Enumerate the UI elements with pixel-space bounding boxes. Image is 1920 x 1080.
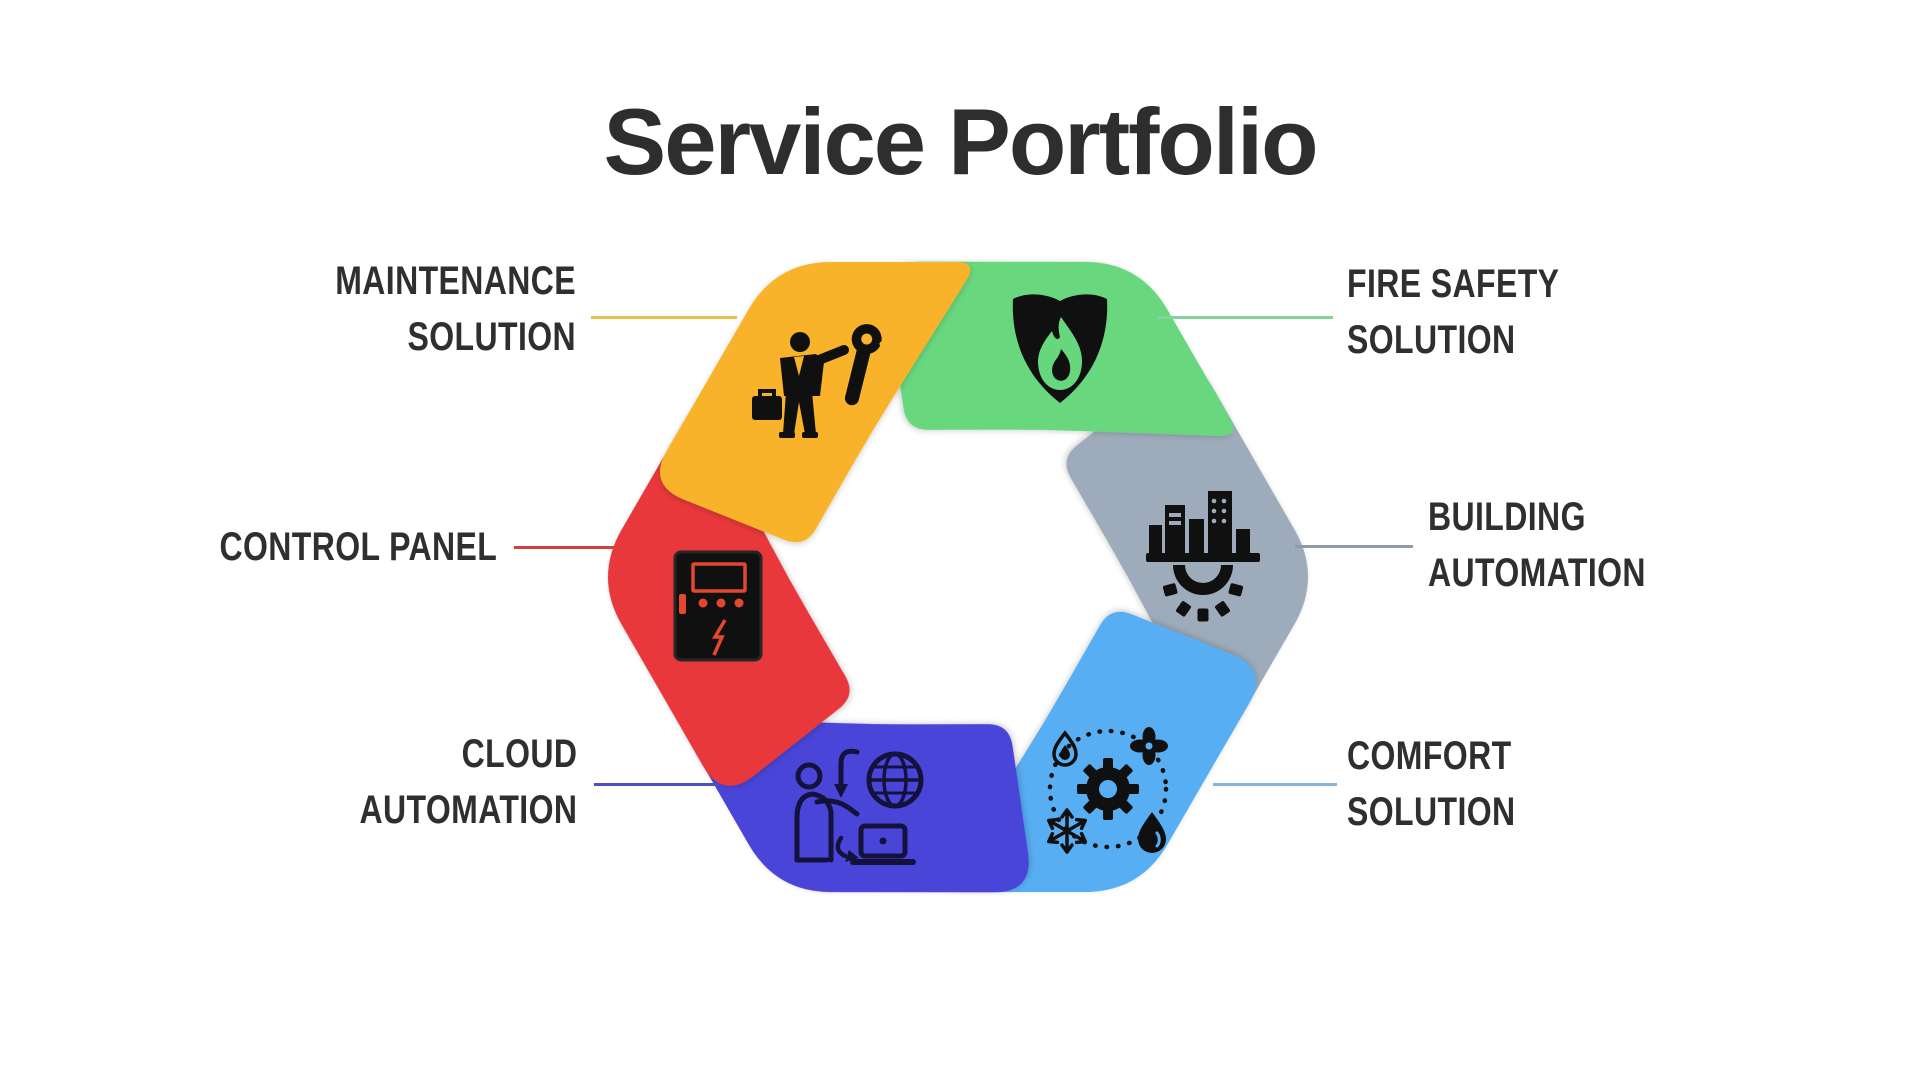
label-line: CONTROL PANEL [219, 525, 497, 569]
label-building-automation: BUILDING AUTOMATION [1428, 489, 1646, 601]
flame-drop-icon [1052, 730, 1078, 767]
droplet-icon [1138, 812, 1166, 853]
hvac-cycle-icon [1047, 727, 1169, 854]
maintenance-worker-wrench-icon [752, 324, 905, 438]
fan-icon [1130, 727, 1168, 765]
label-line: COMFORT [1347, 734, 1512, 778]
label-cloud-automation: CLOUD AUTOMATION [359, 726, 577, 838]
label-line: SOLUTION [1347, 790, 1516, 834]
snowflake-icon [1047, 808, 1087, 854]
label-fire-safety-solution: FIRE SAFETY SOLUTION [1347, 256, 1559, 368]
connector-building-automation [1295, 545, 1413, 548]
label-line: BUILDING [1428, 495, 1586, 539]
label-control-panel: CONTROL PANEL [219, 519, 497, 575]
gear-icon [1077, 758, 1139, 820]
connector-control-panel [514, 546, 621, 549]
connector-cloud-automation [594, 783, 719, 786]
label-line: MAINTENANCE [335, 259, 576, 303]
label-line: AUTOMATION [359, 788, 577, 832]
connector-fire-safety [1158, 316, 1333, 319]
connector-comfort-solution [1213, 783, 1337, 786]
fire-shield-icon [1012, 294, 1108, 403]
label-maintenance-solution: MAINTENANCE SOLUTION [335, 253, 576, 365]
label-line: SOLUTION [407, 315, 576, 359]
connector-maintenance [591, 316, 737, 319]
label-line: SOLUTION [1347, 318, 1516, 362]
building-gear-icon [1146, 491, 1260, 622]
label-comfort-solution: COMFORT SOLUTION [1347, 728, 1516, 840]
page-title: Service Portfolio [603, 89, 1319, 194]
label-line: AUTOMATION [1428, 551, 1646, 595]
control-panel-icon [673, 550, 763, 662]
label-line: CLOUD [461, 732, 577, 776]
cloud-sync-person-icon [794, 748, 924, 865]
label-line: FIRE SAFETY [1347, 262, 1560, 306]
